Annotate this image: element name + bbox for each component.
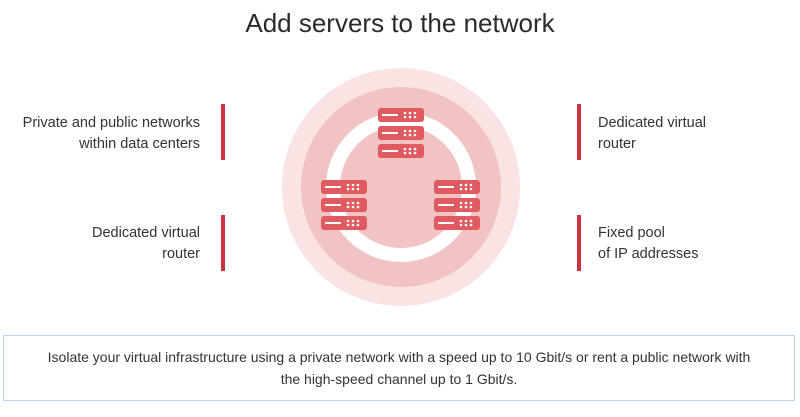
feature-dedicated-router-right: Dedicated virtual router: [598, 113, 706, 155]
accent-bar: [221, 104, 225, 160]
info-box: Isolate your virtual infrastructure usin…: [3, 335, 795, 401]
info-text: Isolate your virtual infrastructure usin…: [48, 346, 751, 390]
feature-private-public-networks: Private and public networks within data …: [23, 113, 200, 155]
network-illustration: [282, 68, 520, 306]
server-icon: [434, 180, 480, 230]
feature-line: Fixed pool: [598, 225, 665, 241]
feature-line: within data centers: [79, 136, 200, 152]
page-title: Add servers to the network: [245, 8, 555, 38]
feature-line: Dedicated virtual: [92, 225, 200, 241]
feature-line: Dedicated virtual: [598, 115, 706, 131]
feature-fixed-ip-pool: Fixed pool of IP addresses: [598, 223, 699, 265]
feature-dedicated-router-left: Dedicated virtual router: [92, 223, 200, 265]
server-icon: [378, 108, 424, 158]
server-icon: [321, 180, 367, 230]
info-line: the high-speed channel up to 1 Gbit/s.: [280, 371, 518, 387]
feature-line: of IP addresses: [598, 246, 699, 262]
network-diagram: [282, 68, 520, 306]
feature-line: router: [598, 136, 636, 152]
info-line: Isolate your virtual infrastructure usin…: [47, 349, 751, 365]
accent-bar: [221, 215, 225, 271]
feature-line: Private and public networks: [22, 115, 200, 131]
accent-bar: [577, 215, 581, 271]
feature-line: router: [162, 246, 200, 262]
accent-bar: [577, 104, 581, 160]
